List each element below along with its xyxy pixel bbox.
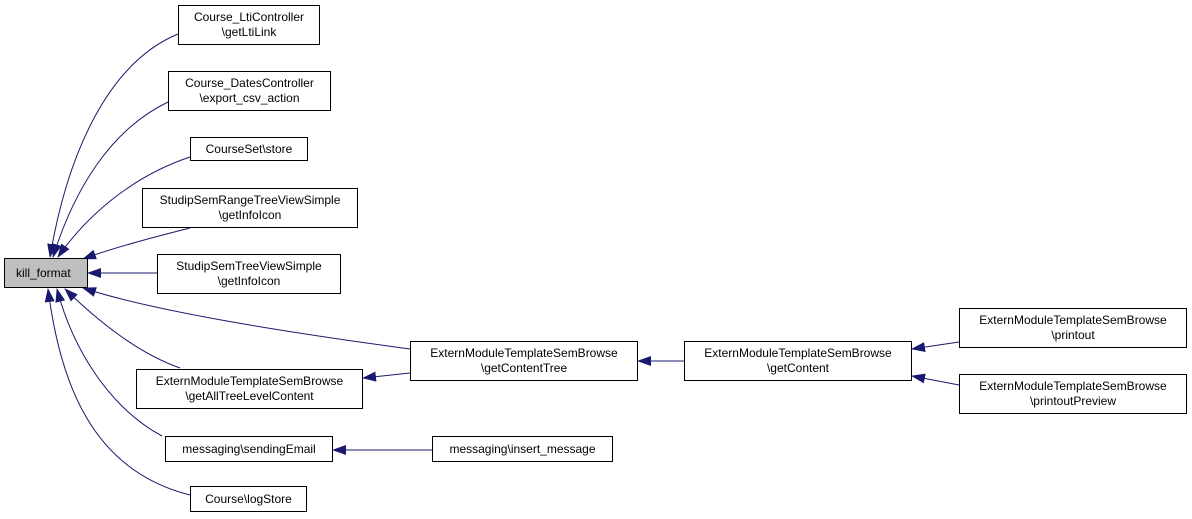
node-kill-format[interactable]: kill_format <box>4 258 88 288</box>
node-messaging-sending-email[interactable]: messaging\sendingEmail <box>165 436 333 462</box>
node-label: kill_format <box>16 265 71 280</box>
node-studip-sem-tree-view[interactable]: StudipSemTreeViewSimple \getInfoIcon <box>157 254 341 294</box>
node-label-line2: \printoutPreview <box>1029 394 1117 408</box>
node-courseset-store[interactable]: CourseSet\store <box>190 137 308 161</box>
node-printout[interactable]: ExternModuleTemplateSemBrowse \printout <box>959 308 1187 348</box>
edge-contenttree-to-alltree <box>362 371 411 382</box>
node-course-logstore[interactable]: Course\logStore <box>190 486 307 512</box>
node-label-line2: \getInfoIcon <box>218 208 282 222</box>
node-label-line1: Course_DatesController <box>185 76 314 90</box>
node-label-line2: \getContent <box>766 361 830 375</box>
edge-courseset-to-kill-format <box>57 156 191 258</box>
node-label: messaging\insert_message <box>449 441 596 456</box>
edge-printout-to-getcontent <box>911 341 960 353</box>
edge-logstore-to-kill-format <box>44 288 191 496</box>
node-get-content-tree[interactable]: ExternModuleTemplateSemBrowse \getConten… <box>410 341 638 381</box>
node-label-line1: StudipSemRangeTreeViewSimple <box>159 193 341 207</box>
edge-sendingemail-to-kill-format <box>55 288 163 437</box>
node-course-lti-controller[interactable]: Course_LtiController \getLtiLink <box>178 5 320 45</box>
node-studip-sem-range-tree-view[interactable]: StudipSemRangeTreeViewSimple \getInfoIco… <box>142 188 358 228</box>
edge-dates-to-kill-format <box>52 101 169 258</box>
node-label-line2: \getLtiLink <box>221 25 277 39</box>
node-label-line1: ExternModuleTemplateSemBrowse <box>704 346 892 360</box>
node-label-line2: \getAllTreeLevelContent <box>185 389 314 403</box>
node-label-line2: \getContentTree <box>480 361 568 375</box>
node-label-line2: \export_csv_action <box>199 91 300 105</box>
node-get-all-tree-level-content[interactable]: ExternModuleTemplateSemBrowse \getAllTre… <box>136 369 363 409</box>
edge-range-to-kill-format <box>82 227 191 260</box>
node-label-line2: \printout <box>1051 328 1095 342</box>
node-get-content[interactable]: ExternModuleTemplateSemBrowse \getConten… <box>684 341 912 381</box>
node-label: messaging\sendingEmail <box>182 441 316 456</box>
node-label-line1: ExternModuleTemplateSemBrowse <box>979 313 1167 327</box>
node-course-dates-controller[interactable]: Course_DatesController \export_csv_actio… <box>168 71 331 111</box>
node-label-line1: ExternModuleTemplateSemBrowse <box>979 379 1167 393</box>
node-label-line1: Course_LtiController <box>193 10 305 24</box>
node-label-line1: StudipSemTreeViewSimple <box>176 259 322 273</box>
node-label-line1: ExternModuleTemplateSemBrowse <box>430 346 618 360</box>
edge-contenttree-to-kill-format <box>82 287 411 350</box>
node-printout-preview[interactable]: ExternModuleTemplateSemBrowse \printoutP… <box>959 374 1187 414</box>
edge-alltree-to-kill-format <box>64 288 181 369</box>
node-label: Course\logStore <box>205 491 292 506</box>
node-label: CourseSet\store <box>205 141 293 156</box>
node-messaging-insert-message[interactable]: messaging\insert_message <box>432 436 613 462</box>
node-label-line1: ExternModuleTemplateSemBrowse <box>155 374 344 388</box>
edge-lti-to-kill-format <box>47 33 179 258</box>
node-label-line2: \getInfoIcon <box>217 274 281 288</box>
edge-printoutpreview-to-getcontent <box>911 373 960 386</box>
